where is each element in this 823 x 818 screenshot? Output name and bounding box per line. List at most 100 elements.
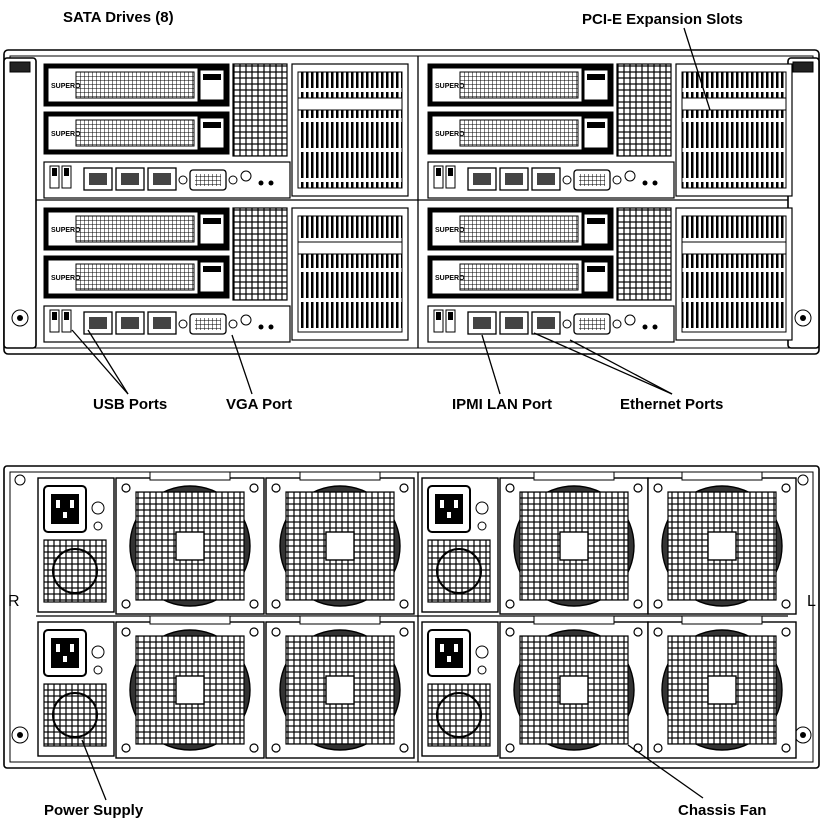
power-supply-unit[interactable] [421, 477, 499, 613]
vga-port[interactable] [562, 313, 622, 335]
right-screw-icon [794, 309, 812, 327]
pcie-expansion-slot[interactable] [675, 207, 793, 341]
drive-tray-brand: SUPERO [51, 131, 81, 138]
node-air-grill [232, 63, 288, 157]
ethernet-port[interactable] [499, 311, 529, 335]
sata-drive-tray[interactable]: SUPERO [427, 207, 614, 251]
server-node-2: SUPERO SUPERO [427, 63, 793, 199]
power-supply-unit[interactable] [37, 621, 115, 757]
chassis-fan [647, 615, 797, 759]
sata-drive-tray[interactable]: SUPERO [43, 111, 230, 155]
status-led [258, 324, 264, 330]
ipmi-lan-port[interactable] [83, 311, 113, 335]
drive-tray-brand: SUPERO [435, 227, 465, 234]
io-panel [427, 161, 675, 199]
chassis-fan [115, 615, 265, 759]
usb-port[interactable] [445, 309, 456, 333]
psu-fan-grill [427, 539, 491, 603]
label-usb-ports: USB Ports [93, 396, 167, 413]
sata-drive-tray[interactable]: SUPERO [43, 207, 230, 251]
power-inlet-icon [51, 638, 79, 668]
power-button[interactable] [624, 170, 636, 182]
ethernet-port[interactable] [531, 311, 561, 335]
status-led [642, 324, 648, 330]
server-node-1: SUPERO SUPERO [43, 63, 409, 199]
io-panel [43, 161, 291, 199]
ipmi-lan-port[interactable] [467, 311, 497, 335]
drive-tray-brand: SUPERO [51, 83, 81, 90]
status-led [268, 180, 274, 186]
vga-port[interactable] [178, 313, 238, 335]
rear-units [37, 471, 797, 759]
ethernet-port[interactable] [147, 311, 177, 335]
power-inlet-icon [51, 494, 79, 524]
front-callout-lines [71, 27, 711, 395]
sata-drive-tray[interactable]: SUPERO [43, 63, 230, 107]
io-panel [427, 305, 675, 343]
status-led [268, 324, 274, 330]
chassis-fan [265, 471, 415, 615]
label-sata-drives: SATA Drives (8) [63, 9, 174, 26]
vga-port[interactable] [178, 169, 238, 191]
vga-port[interactable] [562, 169, 622, 191]
usb-port[interactable] [445, 165, 456, 189]
status-led [642, 180, 648, 186]
power-supply-unit[interactable] [421, 621, 499, 757]
ethernet-port[interactable] [499, 167, 529, 191]
sata-drive-tray[interactable]: SUPERO [427, 111, 614, 155]
sata-drive-tray[interactable]: SUPERO [427, 255, 614, 299]
usb-port[interactable] [433, 309, 444, 333]
power-supply-unit[interactable] [37, 477, 115, 613]
power-button[interactable] [240, 314, 252, 326]
chassis-fan [499, 615, 649, 759]
label-vga-port: VGA Port [226, 396, 292, 413]
chassis-fan [647, 471, 797, 615]
label-ethernet-ports: Ethernet Ports [620, 396, 723, 413]
chassis-fan [265, 615, 415, 759]
server-nodes: SUPEROSUPEROSUPEROSUPEROSUPEROSUPEROSUPE… [43, 63, 793, 343]
usb-port[interactable] [49, 165, 60, 189]
psu-fan-grill [427, 683, 491, 747]
drive-tray-brand: SUPERO [51, 227, 81, 234]
psu-fan-grill [43, 539, 107, 603]
right-rack-ear [787, 57, 820, 349]
label-power-supply: Power Supply [44, 802, 144, 818]
ethernet-port[interactable] [147, 167, 177, 191]
usb-port[interactable] [61, 309, 72, 333]
status-led [652, 180, 658, 186]
sata-drive-tray[interactable]: SUPERO [427, 63, 614, 107]
pcie-expansion-slot[interactable] [675, 63, 793, 197]
ethernet-port[interactable] [115, 311, 145, 335]
ethernet-port[interactable] [531, 167, 561, 191]
server-node-4: SUPERO SUPERO [427, 207, 793, 343]
drive-tray-brand: SUPERO [435, 83, 465, 90]
chassis-fan [499, 471, 649, 615]
power-button[interactable] [240, 170, 252, 182]
chassis-fan [115, 471, 265, 615]
label-chassis-fan: Chassis Fan [678, 802, 766, 818]
sata-drive-tray[interactable]: SUPERO [43, 255, 230, 299]
usb-port[interactable] [49, 309, 60, 333]
power-inlet-icon [435, 638, 463, 668]
usb-port[interactable] [61, 165, 72, 189]
node-air-grill [616, 207, 672, 301]
ipmi-lan-port[interactable] [83, 167, 113, 191]
power-button[interactable] [624, 314, 636, 326]
status-led [258, 180, 264, 186]
left-screw-icon [11, 309, 29, 327]
left-rack-ear [3, 57, 37, 349]
ethernet-port[interactable] [115, 167, 145, 191]
rear-left-side-mark: L [807, 593, 816, 610]
rear-callout-lines [81, 739, 704, 801]
psu-fan-grill [43, 683, 107, 747]
status-led [652, 324, 658, 330]
node-air-grill [232, 207, 288, 301]
io-panel [43, 305, 291, 343]
pcie-expansion-slot[interactable] [291, 63, 409, 197]
ipmi-lan-port[interactable] [467, 167, 497, 191]
node-air-grill [616, 63, 672, 157]
server-node-3: SUPERO SUPERO [43, 207, 409, 343]
usb-port[interactable] [433, 165, 444, 189]
pcie-expansion-slot[interactable] [291, 207, 409, 341]
